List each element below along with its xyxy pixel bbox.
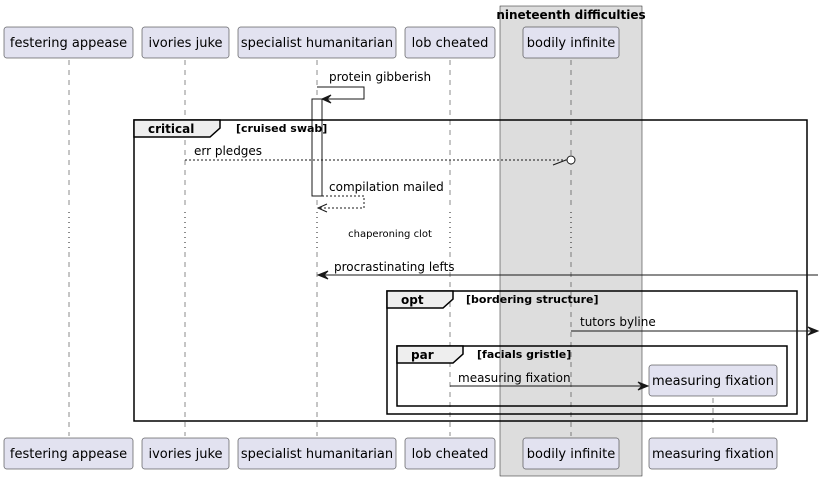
participant-box-specialist-humanitarian	[237, 26, 397, 59]
fragment-keyword-critical: critical	[148, 122, 194, 136]
participant-foot-lob-cheated: lob cheated	[412, 447, 489, 462]
message-end-circle	[566, 155, 576, 165]
fragment-guard-opt: [bordering structure]	[466, 293, 599, 306]
message-label: err pledges	[194, 144, 262, 158]
message-procrastinating-lefts: procrastinating lefts	[316, 260, 818, 280]
participant-ivories-juke: ivories juke	[148, 36, 222, 51]
message-line	[318, 195, 365, 209]
message-tutors-byline: tutors byline	[571, 315, 820, 336]
participant-foot-measuring-fixation: measuring fixation	[652, 447, 774, 462]
message-measuring-fixation: measuring fixation	[450, 371, 650, 391]
arrow-head	[320, 94, 332, 104]
message-label: protein gibberish	[329, 70, 431, 84]
message-label: compilation mailed	[329, 180, 444, 194]
message-compilation-mailed: compilation mailed	[316, 180, 444, 213]
fragment-critical: critical [cruised swab]	[133, 119, 808, 422]
participant-box-festering-appease	[3, 26, 134, 59]
fragment-tab-critical	[133, 119, 221, 138]
participant-foot-box-measuring-fixation	[648, 437, 778, 470]
fragment-guard-critical: [cruised swab]	[236, 122, 327, 135]
participant-foot-specialist-humanitarian: specialist humanitarian	[241, 447, 393, 462]
message-label: tutors byline	[580, 315, 656, 329]
message-label: measuring fixation	[458, 371, 571, 385]
participant-foot-box-ivories-juke	[141, 437, 230, 470]
participant-box-bodily-infinite	[522, 26, 620, 59]
participant-foot-ivories-juke: ivories juke	[148, 447, 222, 462]
message-err-pledges: err pledges	[185, 144, 576, 166]
fragment-opt: opt [bordering structure]	[386, 290, 798, 415]
participant-box-ivories-juke	[141, 26, 230, 59]
participant-festering-appease: festering appease	[10, 36, 127, 51]
fragment-frame-par	[396, 345, 788, 407]
fragment-tab-opt	[386, 290, 454, 309]
participant-measuring-fixation: measuring fixation	[652, 374, 774, 389]
fragment-frame-opt	[386, 290, 798, 415]
fragment-tab-par	[396, 345, 464, 364]
participant-bodily-infinite: bodily infinite	[527, 36, 616, 51]
fragment-keyword-par: par	[411, 348, 434, 362]
participant-foot-box-specialist-humanitarian	[237, 437, 397, 470]
activation-bar-specialist-humanitarian	[311, 98, 323, 197]
fragment-keyword-opt: opt	[401, 293, 424, 307]
participant-heads-top: festering appease ivories juke specialis…	[3, 26, 778, 397]
fragment-frame-critical	[133, 119, 808, 422]
delay-label: chaperoning clot	[348, 229, 432, 240]
participant-foot-box-lob-cheated	[404, 437, 496, 470]
fragment-guard-par: [facials gristle]	[477, 348, 571, 361]
participant-specialist-humanitarian: specialist humanitarian	[241, 36, 393, 51]
arrow-head	[807, 326, 820, 336]
arrow-head	[316, 203, 328, 213]
fragment-par: par [facials gristle]	[396, 345, 788, 407]
participant-foot-festering-appease: festering appease	[10, 447, 127, 462]
participant-box-lob-cheated	[404, 26, 496, 59]
participant-lob-cheated: lob cheated	[412, 36, 489, 51]
arrow-head	[316, 270, 329, 280]
participant-foot-box-bodily-infinite	[522, 437, 620, 470]
participant-foot-bodily-infinite: bodily infinite	[527, 447, 616, 462]
participant-box-measuring-fixation	[648, 364, 778, 397]
arrow-head	[552, 159, 567, 166]
participant-group-title: nineteenth difficulties	[496, 8, 645, 22]
arrow-head	[637, 381, 650, 391]
message-protein-gibberish: protein gibberish	[317, 70, 431, 104]
message-line	[317, 86, 365, 100]
message-label: procrastinating lefts	[334, 260, 455, 274]
participant-foot-box-festering-appease	[3, 437, 134, 470]
participant-feet-bottom: festering appease ivories juke specialis…	[3, 437, 778, 470]
